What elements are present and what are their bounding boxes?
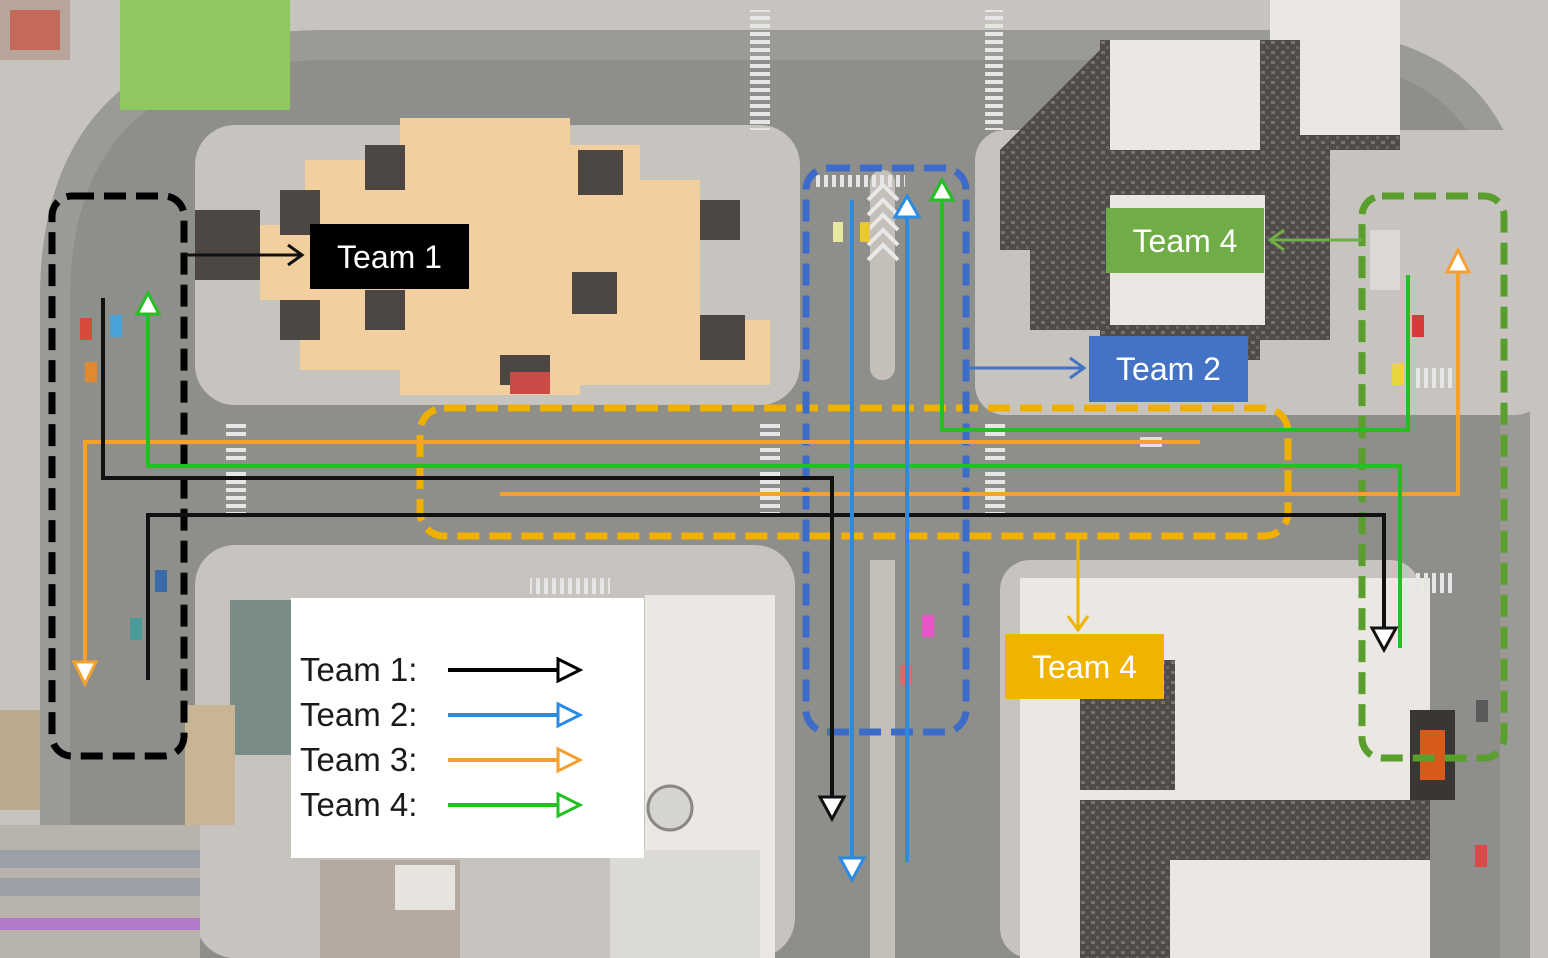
callout-team4-green-label: Team 4 — [1132, 222, 1238, 259]
callout-team2: Team 2 — [1089, 336, 1248, 402]
legend-label-team1: Team 1: — [300, 651, 418, 688]
callout-team4-yellow-label: Team 4 — [1032, 648, 1137, 685]
sw-roof-purple — [0, 918, 200, 930]
ne-annex — [1370, 230, 1400, 290]
sw-roof-stripe — [0, 850, 200, 868]
sw-structure — [185, 705, 235, 825]
legend-label-team2: Team 2: — [300, 696, 418, 733]
callout-connectors — [186, 228, 1362, 633]
legend-item-team3: Team 3: — [300, 738, 588, 782]
legend-item-team4: Team 4: — [300, 783, 588, 827]
routes-team2 — [837, 192, 922, 884]
grass-patch — [120, 0, 290, 110]
routes-team3 — [71, 246, 1472, 688]
building-white-se-2 — [1170, 860, 1430, 958]
callout-team1: Team 1 — [310, 224, 469, 289]
callout-team4-green: Team 4 — [1106, 208, 1264, 273]
legend-arrow-team3 — [448, 746, 584, 774]
callout-team2-label: Team 2 — [1116, 351, 1221, 387]
callout-team4-yellow: Team 4 — [1005, 634, 1164, 699]
legend-item-team2: Team 2: — [300, 693, 588, 737]
kiosk-roof — [10, 10, 60, 50]
legend-arrow-team1 — [448, 656, 584, 684]
legend-arrow-team2 — [448, 701, 584, 729]
legend-label-team4: Team 4: — [300, 786, 418, 823]
building-white-sw-base — [610, 850, 760, 958]
red-awning — [510, 372, 550, 394]
sw-roof-stripe-2 — [0, 878, 200, 896]
zone-team1 — [48, 192, 188, 760]
sw-bottom-white — [395, 865, 455, 910]
routes-team4 — [134, 176, 1410, 648]
legend-item-team1: Team 1: — [300, 648, 588, 692]
pool — [230, 600, 295, 755]
zone-team4 — [1358, 192, 1508, 762]
legend: Team 1: Team 2: Team 3: Team 4: — [291, 598, 644, 858]
legend-arrow-team4 — [448, 791, 584, 819]
sw-edge-structure — [0, 710, 40, 810]
legend-label-team3: Team 3: — [300, 741, 418, 778]
water-tower — [646, 784, 694, 832]
building-tan-rooftops — [195, 145, 745, 385]
callout-team1-label: Team 1 — [337, 238, 442, 275]
median-south — [870, 560, 895, 958]
routes-team1 — [101, 298, 1399, 823]
